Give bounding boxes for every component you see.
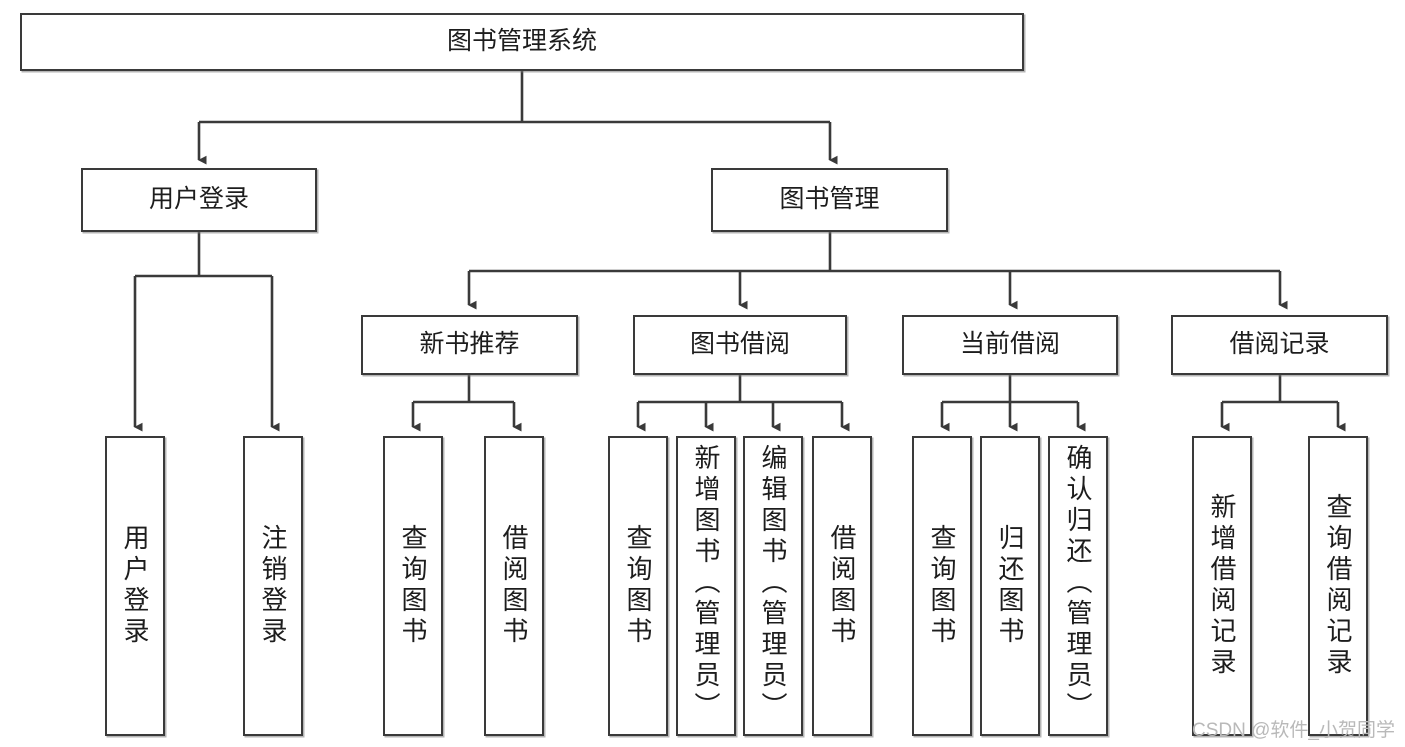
node-new-book-recommend[interactable]: 新书推荐 [361,315,578,375]
leaf-logout[interactable]: 注销登录 [243,436,303,736]
leaf-query-borrow-record[interactable]: 查询借阅记录 [1308,436,1368,736]
leaf-edit-book-admin[interactable]: 编辑图书（管理员） [743,436,803,736]
node-user-login[interactable]: 用户登录 [81,168,317,232]
node-label: 查询图书 [623,524,653,648]
node-label: 归还图书 [995,524,1025,648]
node-book-management[interactable]: 图书管理 [711,168,948,232]
node-label: 用户登录 [120,524,150,648]
node-label: 确认归还（管理员） [1063,444,1093,723]
node-label: 图书借阅 [689,330,790,359]
node-label: 编辑图书（管理员） [758,444,788,723]
leaf-add-book-admin[interactable]: 新增图书（管理员） [676,436,736,736]
leaf-add-borrow-record[interactable]: 新增借阅记录 [1192,436,1252,736]
leaf-query-book-recommend[interactable]: 查询图书 [383,436,443,736]
node-label: 新增借阅记录 [1207,493,1237,679]
node-book-borrow[interactable]: 图书借阅 [633,315,847,375]
node-label: 图书管理 [779,185,880,214]
node-label: 当前借阅 [959,330,1060,359]
node-borrow-record[interactable]: 借阅记录 [1171,315,1388,375]
node-label: 查询图书 [398,524,428,648]
leaf-query-book-borrow[interactable]: 查询图书 [608,436,668,736]
node-label: 新书推荐 [419,330,520,359]
node-label: 注销登录 [258,524,288,648]
node-root-library-system[interactable]: 图书管理系统 [20,13,1024,71]
leaf-query-book-current[interactable]: 查询图书 [912,436,972,736]
node-label: 用户登录 [148,185,249,214]
leaf-borrow-book[interactable]: 借阅图书 [812,436,872,736]
node-label: 借阅图书 [827,524,857,648]
node-label: 借阅图书 [499,524,529,648]
leaf-return-book[interactable]: 归还图书 [980,436,1040,736]
leaf-user-login[interactable]: 用户登录 [105,436,165,736]
node-current-borrow[interactable]: 当前借阅 [902,315,1118,375]
node-label: 借阅记录 [1229,330,1330,359]
node-label: 查询借阅记录 [1323,493,1353,679]
node-label: 查询图书 [927,524,957,648]
leaf-confirm-return-admin[interactable]: 确认归还（管理员） [1048,436,1108,736]
node-label: 图书管理系统 [446,27,597,56]
node-label: 新增图书（管理员） [691,444,721,723]
leaf-borrow-book-recommend[interactable]: 借阅图书 [484,436,544,736]
